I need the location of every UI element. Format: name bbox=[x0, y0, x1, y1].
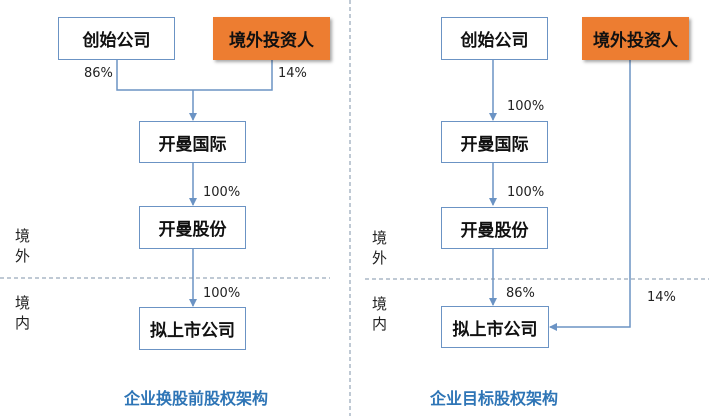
arrow-investor-to-target-right bbox=[549, 60, 631, 331]
kaiman-shares-box: 开曼股份 bbox=[441, 207, 548, 249]
offshore-char: 外 bbox=[372, 249, 388, 267]
left-title: 企业换股前股权架构 bbox=[123, 389, 268, 408]
pct-label: 14% bbox=[647, 290, 676, 305]
onshore-char: 内 bbox=[15, 314, 31, 332]
target-company-box: 拟上市公司 bbox=[139, 307, 246, 350]
offshore-char: 境 bbox=[372, 229, 388, 247]
kaiman-intl-box: 开曼国际 bbox=[441, 121, 548, 163]
onshore-char: 内 bbox=[372, 315, 388, 333]
kaiman-intl-box: 开曼国际 bbox=[139, 121, 246, 163]
onshore-label: 境内 bbox=[15, 293, 33, 333]
pct-label: 86% bbox=[84, 66, 113, 81]
pct-label: 14% bbox=[278, 66, 307, 81]
foreign-investor-box: 境外投资人 bbox=[213, 17, 330, 60]
offshore-label: 境外 bbox=[372, 228, 390, 268]
pct-label: 100% bbox=[203, 185, 241, 200]
right-title: 企业目标股权架构 bbox=[429, 389, 558, 408]
pct-label: 100% bbox=[203, 286, 241, 301]
onshore-label: 境内 bbox=[372, 294, 390, 334]
offshore-char: 外 bbox=[15, 247, 31, 265]
onshore-char: 境 bbox=[372, 295, 388, 313]
target-company-box: 拟上市公司 bbox=[441, 306, 549, 348]
offshore-char: 境 bbox=[15, 227, 31, 245]
offshore-label: 境外 bbox=[15, 226, 33, 266]
founder-box: 创始公司 bbox=[58, 17, 175, 60]
connector-founder-left bbox=[116, 60, 273, 91]
founder-box: 创始公司 bbox=[441, 17, 548, 60]
pct-label: 100% bbox=[507, 99, 545, 114]
pct-label: 86% bbox=[506, 286, 535, 301]
foreign-investor-box: 境外投资人 bbox=[582, 17, 689, 60]
kaiman-shares-box: 开曼股份 bbox=[139, 206, 246, 249]
onshore-char: 境 bbox=[15, 294, 31, 312]
pct-label: 100% bbox=[507, 185, 545, 200]
